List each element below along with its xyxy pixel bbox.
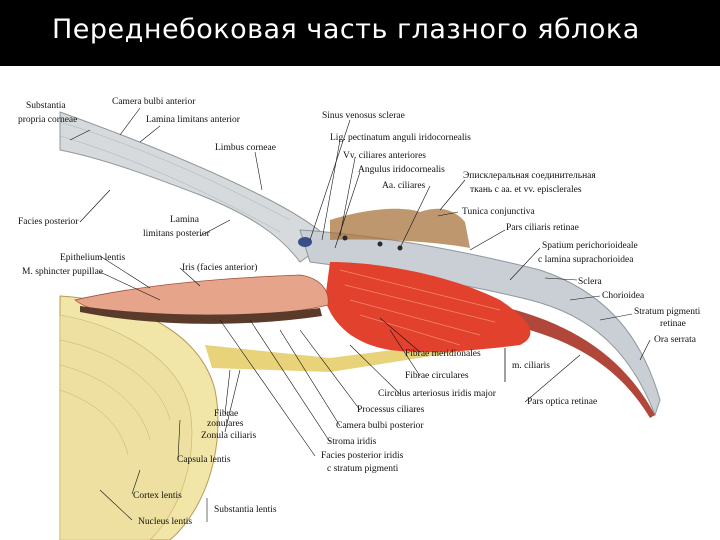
label-processus: Processus ciliares xyxy=(357,405,425,415)
label-sphincter: M. sphincter pupillae xyxy=(22,267,103,277)
label-vv-ciliares: Vv. ciliares anteriores xyxy=(343,151,426,161)
label-m-ciliaris: m. ciliaris xyxy=(512,361,550,371)
label-sclera: Sclera xyxy=(578,277,603,287)
label-nucleus: Nucleus lentis xyxy=(138,517,192,527)
cornea xyxy=(60,112,330,262)
label-substantia-lentis: Substantia lentis xyxy=(214,505,277,515)
label-episcleral-1: Эписклеральная соединительная xyxy=(463,171,596,181)
label-lamina-lim-posterior-2: limitans posterior xyxy=(143,229,211,239)
label-spatium-2: с lamina suprachorioidea xyxy=(538,255,634,265)
slide-title: Переднебоковая часть глазного яблока xyxy=(52,14,640,45)
label-lamina-lim-anterior: Lamina limitans anterior xyxy=(146,115,241,125)
eye-anatomy-diagram: Substantia propria corneae Camera bulbi … xyxy=(0,66,720,540)
vessel-2 xyxy=(378,242,383,247)
label-fibrae-zon-2: zonulares xyxy=(207,419,244,429)
label-stroma: Stroma iridis xyxy=(327,437,377,447)
label-circulus: Circulus arteriosus iridis major xyxy=(378,389,497,399)
label-fibrae-circ: Fibrae circulares xyxy=(405,371,469,381)
label-tunica-conj: Tunica conjunctiva xyxy=(462,207,536,217)
label-lig-pectinatum: Lig. pectinatum anguli iridocornealis xyxy=(330,133,471,143)
label-stratum-pigmenti-2: retinae xyxy=(660,319,686,329)
label-zonula: Zonula ciliaris xyxy=(201,431,256,441)
label-stratum-pigmenti-1: Stratum pigmenti xyxy=(634,307,701,317)
label-spatium-1: Spatium perichorioideale xyxy=(542,241,638,251)
label-pars-optica: Pars optica retinae xyxy=(527,397,597,407)
label-sinus: Sinus venosus sclerae xyxy=(322,111,405,121)
label-facies-post-iridis-1: Facies posterior iridis xyxy=(321,451,404,461)
label-camera-anterior: Camera bulbi anterior xyxy=(112,97,196,107)
title-bar: Переднебоковая часть глазного яблока xyxy=(0,0,720,66)
label-episcleral-2: ткань с aa. et vv. episclerales xyxy=(470,185,582,195)
label-facies-posterior: Facies posterior xyxy=(18,217,79,227)
label-fibrae-zon-1: Fibrae xyxy=(214,409,238,419)
label-angulus: Angulus iridocornealis xyxy=(358,165,445,175)
label-ora-serrata: Ora serrata xyxy=(654,335,697,345)
label-chorioidea: Chorioidea xyxy=(602,291,645,301)
sinus-venosus xyxy=(298,237,312,247)
label-aa-ciliares: Aa. ciliares xyxy=(382,181,426,191)
label-substantia-propria-1: Substantia xyxy=(26,101,66,111)
label-capsula: Capsula lentis xyxy=(177,455,231,465)
label-pars-ciliaris: Pars ciliaris retinae xyxy=(506,223,579,233)
label-limbus: Limbus corneae xyxy=(215,143,276,153)
label-substantia-propria-2: propria corneae xyxy=(18,115,77,125)
vessel-1 xyxy=(343,236,348,241)
label-iris-facies: Iris (facies anterior) xyxy=(182,262,257,273)
label-fibrae-merid: Fibrae meridionales xyxy=(405,349,481,359)
label-lamina-lim-posterior-1: Lamina xyxy=(170,215,200,225)
label-facies-post-iridis-2: с stratum pigmenti xyxy=(327,464,399,474)
label-camera-posterior: Camera bulbi posterior xyxy=(336,421,424,431)
label-cortex: Cortex lentis xyxy=(133,491,182,501)
label-epithelium-lentis: Epithelium lentis xyxy=(60,253,125,263)
